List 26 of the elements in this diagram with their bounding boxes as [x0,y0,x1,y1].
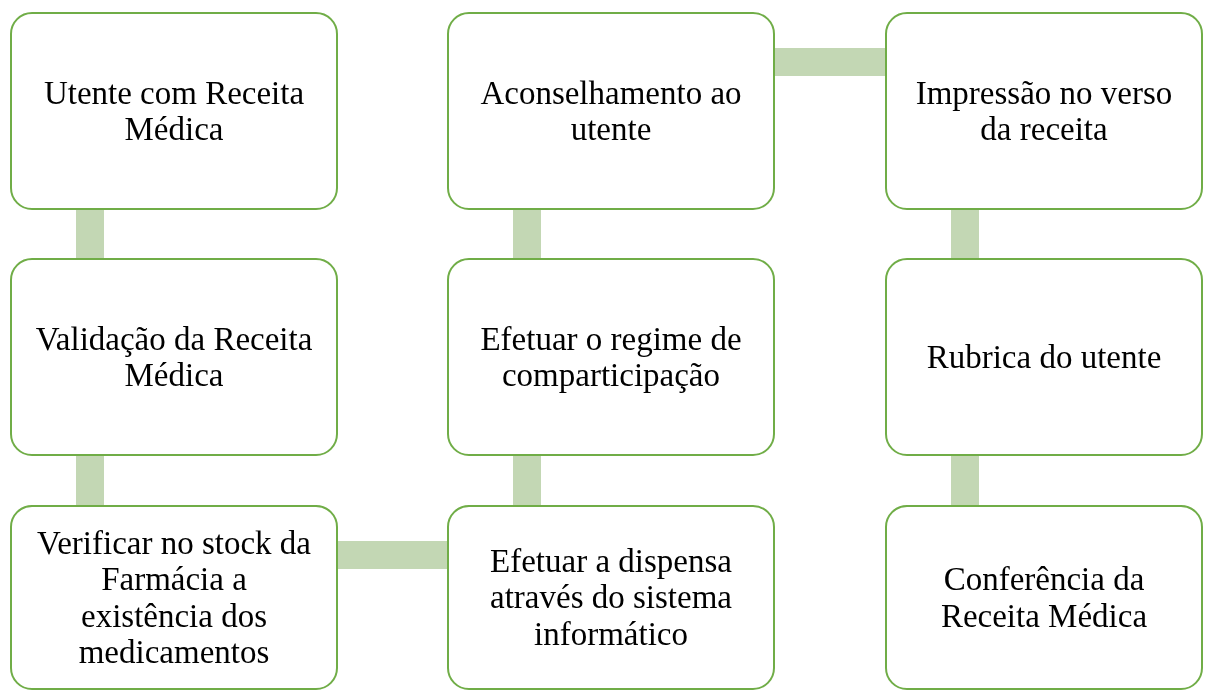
step-text: Verificar no stock da Farmácia a existência dos medicamentos [36,524,312,671]
connector-bar [775,48,885,76]
process-box [885,258,1203,456]
step-text: Utente com Receita Médica [42,74,306,148]
connector-bar [76,456,104,505]
connector-bar [338,541,447,569]
step-text: Efetuar o regime de comparticipação [479,320,743,394]
step-text: Conferência da Receita Médica [939,561,1149,634]
step-text: Impressão no verso da receita [914,74,1174,148]
process-box [447,12,775,210]
process-box [10,258,338,456]
step-text: Aconselhamento ao utente [479,74,743,148]
process-box [447,505,775,690]
connector-bar [951,210,979,258]
connector-bar [951,456,979,505]
process-box [10,12,338,210]
process-box [885,505,1203,690]
step-text: Validação da Receita Médica [34,320,314,394]
process-box [885,12,1203,210]
step-text: Rubrica do utente [926,338,1162,376]
connector-bar [76,210,104,258]
connector-bar [513,210,541,258]
process-box [10,505,338,690]
process-box [447,258,775,456]
connector-bar [513,456,541,505]
step-text: Efetuar a dispensa através do sistema informático [489,543,733,652]
